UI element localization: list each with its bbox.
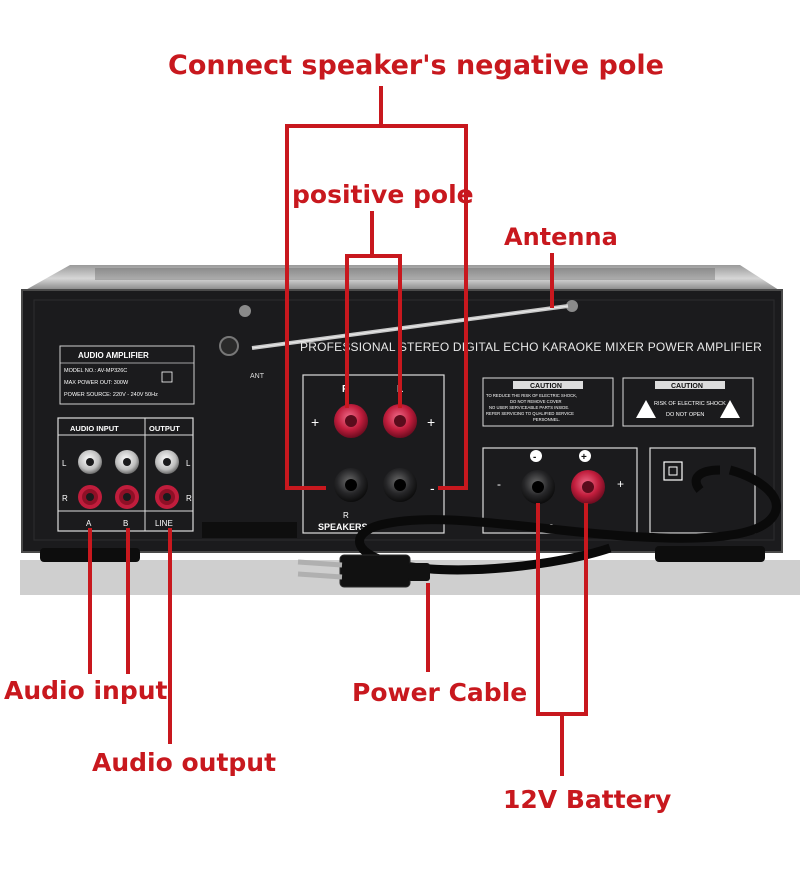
caution2-line2: DO NOT OPEN [666,412,704,418]
caution1-line3: NO USER SERVICEABLE PARTS INSIDE. [489,405,569,410]
caution1-line5: PERSONNEL. [533,417,560,422]
power-cable-callout: Power Cable [352,678,528,707]
power-cable [355,465,781,575]
jack-r-label: R [62,494,68,503]
power-switch-icon[interactable] [663,461,683,481]
spk-plus-left: + [311,414,319,430]
output-l-label: L [186,459,191,468]
dc-minus-label: - [533,452,536,463]
caution2-line1: RISK OF ELECTRIC SHOCK [654,401,726,407]
white-jack-icon[interactable] [155,450,179,474]
negative-pole-left-line [285,124,326,490]
jack-b-label: B [123,519,128,528]
power-switch-block [649,447,756,534]
spec-check-box [161,371,173,383]
speakers-label: SPEAKERS [318,522,368,532]
caution1-title: CAUTION [530,383,562,390]
jack-a-label: A [86,519,92,528]
spk-r-bottom-label: R [343,511,349,520]
jack-l-label: L [62,459,67,468]
dc-minus-side: - [497,477,501,491]
speaker-positive-terminal-l[interactable] [383,404,417,438]
spk-minus-right: - [430,480,435,496]
output-label: OUTPUT [149,424,180,433]
battery-callout: 12V Battery [503,785,672,814]
audio-jacks-block [57,417,194,532]
speaker-positive-terminal-r[interactable] [334,404,368,438]
screw-icon [566,300,578,312]
caution1-line1: TO REDUCE THE RISK OF ELECTRIC SHOCK, [486,393,577,398]
spec-title: AUDIO AMPLIFIER [78,351,149,360]
speaker-negative-terminal-r[interactable] [334,468,368,502]
battery-positive-terminal[interactable] [571,470,605,504]
warning-triangle-icon [720,400,740,418]
negative-pole-right-line [438,124,468,490]
caution2-title: CAUTION [671,383,703,390]
caution1-line4: REFER SERVICING TO QUALIFIED SERVICE [486,411,574,416]
spec-power: MAX POWER OUT: 300W [64,380,129,386]
audio-input-callout: Audio input [4,676,168,705]
battery-bracket [536,503,588,716]
ant-label: ANT [250,373,265,380]
battery-negative-terminal[interactable] [521,470,555,504]
warning-triangle-icon [636,400,656,418]
red-jack-icon[interactable] [155,485,179,509]
speaker-negative-terminal-l[interactable] [383,468,417,502]
red-jack-icon[interactable] [115,485,139,509]
spec-model: MODEL NO.: AV-MP326C [64,368,127,374]
caution1-line2: DO NOT REMOVE COVER [510,399,562,404]
ant-connector-icon [219,336,239,356]
jack-line-label: LINE [155,519,173,528]
output-r-label: R [186,494,192,503]
power-plug-icon [297,554,430,588]
dc-plus-side: + [617,477,624,491]
spec-source: POWER SOURCE: 220V - 240V 50Hz [64,392,158,398]
white-jack-icon[interactable] [78,450,102,474]
speaker-terminal-block [302,374,445,534]
spk-plus-right: + [427,414,435,430]
audio-input-label: AUDIO INPUT [70,424,119,433]
dc-plus-label: + [581,452,587,463]
red-jack-icon[interactable] [78,485,102,509]
negative-pole-callout: Connect speaker's negative pole [168,50,664,81]
banner-text: PROFESSIONAL STEREO DIGITAL ECHO KARAOKE… [300,340,762,354]
audio-output-callout: Audio output [92,748,277,777]
white-jack-icon[interactable] [115,450,139,474]
positive-pole-callout: positive pole [292,180,474,209]
antenna-callout: Antenna [504,223,618,251]
right-foot [655,546,765,562]
screw-icon [239,305,251,317]
